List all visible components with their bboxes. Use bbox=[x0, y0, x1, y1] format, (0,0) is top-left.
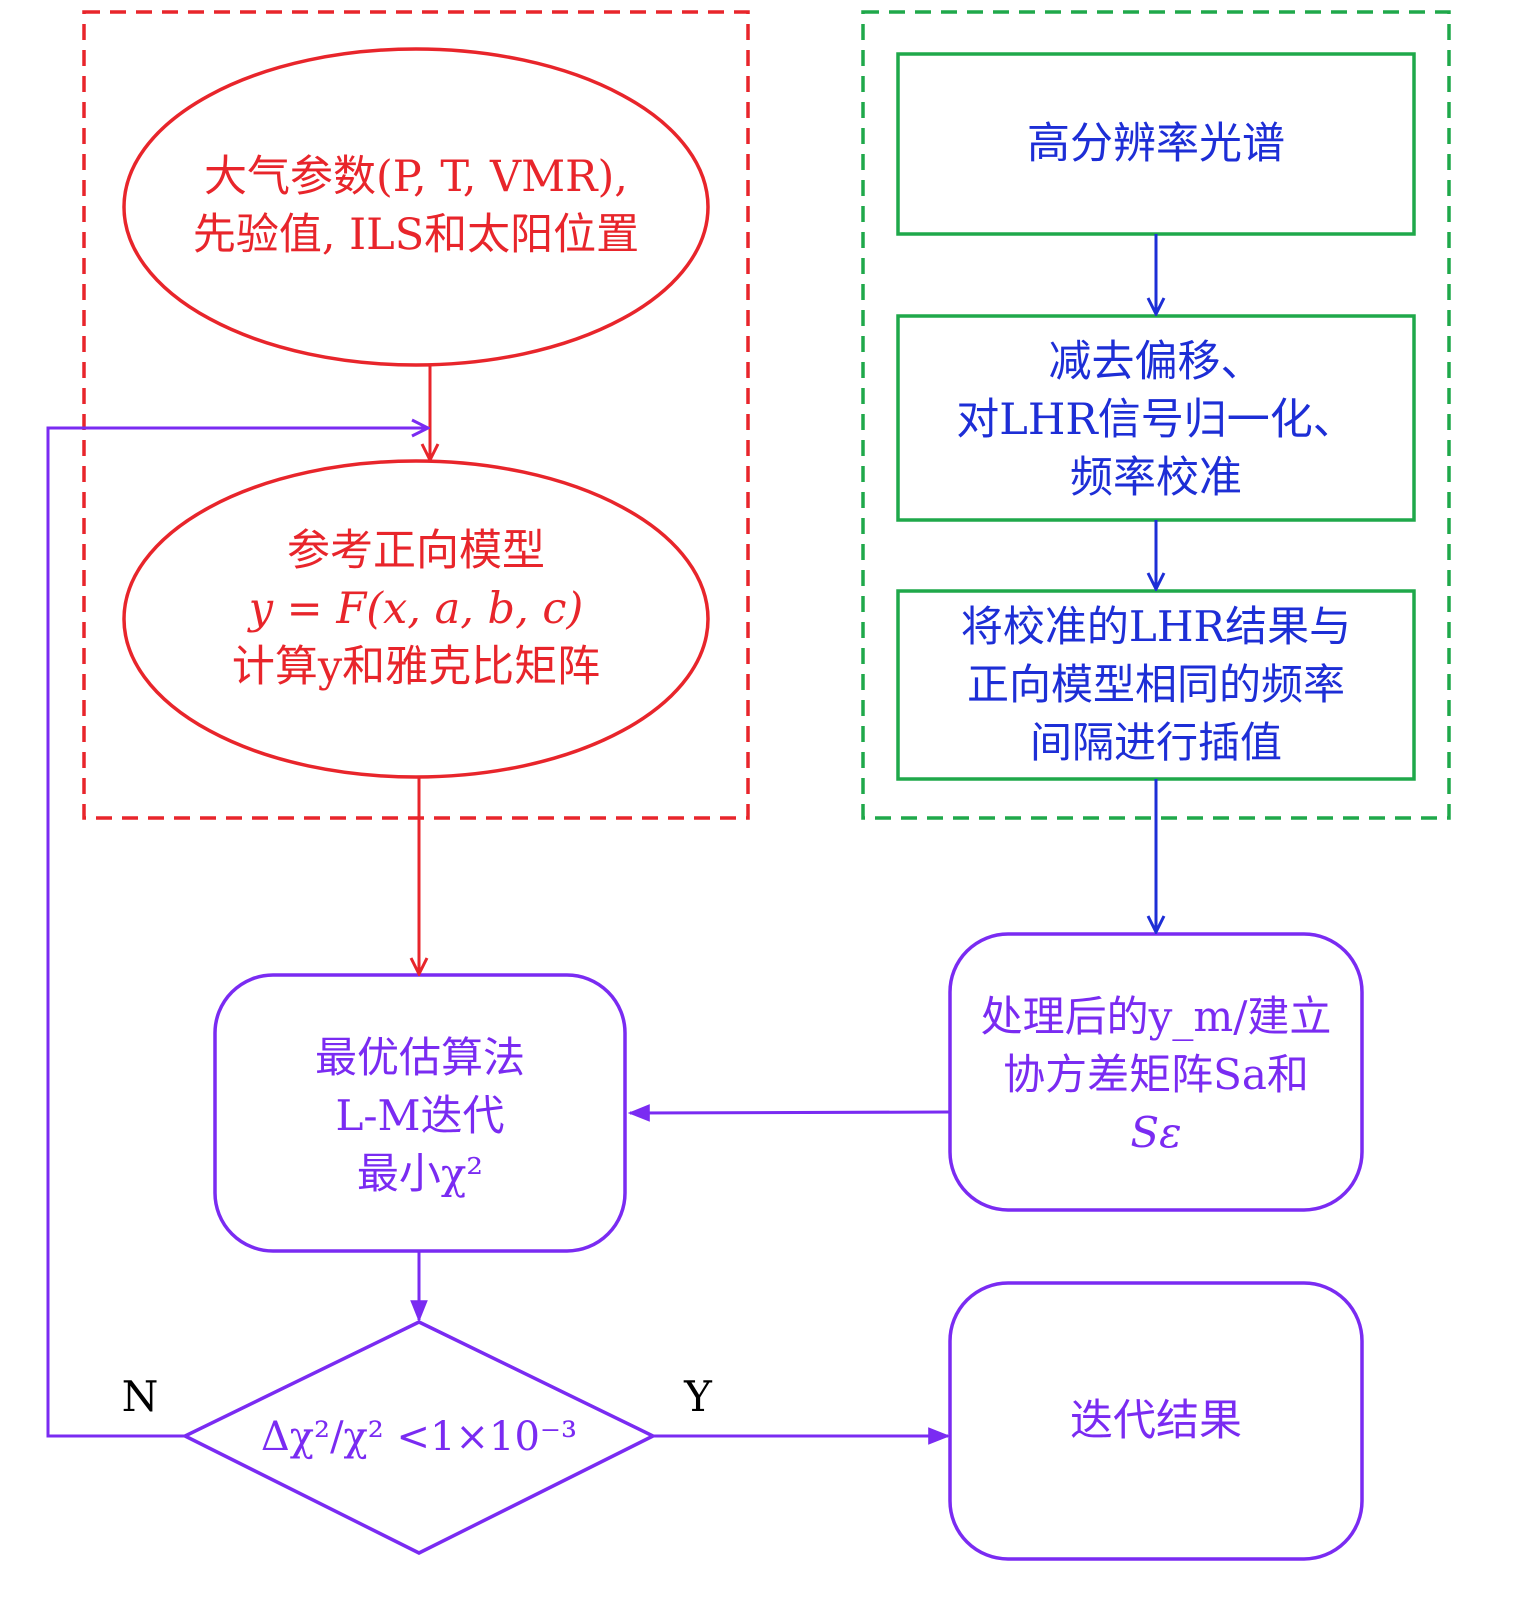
processed-line1: 处理后的y_m/建立 bbox=[980, 992, 1332, 1041]
edge-label-no: N bbox=[121, 1372, 159, 1421]
optimal-line2: L-M迭代 bbox=[335, 1091, 505, 1140]
green-dashed-group bbox=[861, 10, 1451, 820]
preprocess-line3: 频率校准 bbox=[1070, 453, 1242, 503]
forward-model-line2: y = F(x, a, b, c) bbox=[248, 584, 584, 634]
interpolate-line3: 间隔进行插值 bbox=[1029, 718, 1282, 767]
interpolate-label: 将校准的LHR结果与 正向模型相同的频率 间隔进行插值 bbox=[898, 598, 1414, 772]
atmos-params-line2: 先验值, ILS和太阳位置 bbox=[192, 210, 640, 260]
optimal-line1: 最优估算法 bbox=[314, 1033, 525, 1082]
processed-line2: 协方差矩阵Sa和 bbox=[1003, 1050, 1309, 1099]
preprocess-line2: 对LHR信号归一化、 bbox=[956, 395, 1356, 445]
optimal-estimation-label: 最优估算法 L-M迭代 最小χ² bbox=[215, 1029, 625, 1203]
preprocess-label: 减去偏移、 对LHR信号归一化、 频率校准 bbox=[898, 333, 1414, 507]
forward-model-line3: 计算y和雅克比矩阵 bbox=[231, 642, 601, 692]
processed-box bbox=[948, 932, 1364, 1212]
interpolate-line2: 正向模型相同的频率 bbox=[966, 660, 1345, 709]
preprocess-line1: 减去偏移、 bbox=[1048, 337, 1264, 387]
high-res-spectrum-label: 高分辨率光谱 bbox=[898, 115, 1414, 173]
processed-label: 处理后的y_m/建立 协方差矩阵Sa和 Sε bbox=[950, 988, 1362, 1162]
forward-model-line1: 参考正向模型 bbox=[287, 526, 545, 576]
atmos-params-line1: 大气参数(P, T, VMR), bbox=[204, 152, 628, 202]
result-box bbox=[948, 1281, 1364, 1561]
atmos-params-ellipse bbox=[122, 47, 710, 367]
atmos-params-label: 大气参数(P, T, VMR), 先验值, ILS和太阳位置 bbox=[126, 148, 706, 264]
forward-model-ellipse bbox=[122, 459, 710, 779]
decision-label: Δχ²/χ² <1×10⁻³ bbox=[205, 1408, 633, 1466]
interpolate-line1: 将校准的LHR结果与 bbox=[960, 602, 1352, 651]
decision-text: Δχ²/χ² <1×10⁻³ bbox=[260, 1414, 578, 1460]
high-res-spectrum-line1: 高分辨率光谱 bbox=[1027, 119, 1285, 169]
arrow-processed-to-optimal bbox=[627, 1104, 951, 1122]
processed-line3: Sε bbox=[1130, 1108, 1182, 1157]
arrow-feedback-loop bbox=[46, 428, 428, 1438]
result-line1: 迭代结果 bbox=[1070, 1396, 1242, 1446]
result-label: 迭代结果 bbox=[950, 1392, 1362, 1450]
optimal-line3: 最小χ² bbox=[356, 1149, 484, 1198]
edge-label-yes: Y bbox=[684, 1372, 712, 1421]
convergence-diamond bbox=[181, 1320, 657, 1555]
forward-model-label: 参考正向模型 y = F(x, a, b, c) 计算y和雅克比矩阵 bbox=[126, 522, 706, 696]
red-dashed-group bbox=[82, 10, 750, 820]
